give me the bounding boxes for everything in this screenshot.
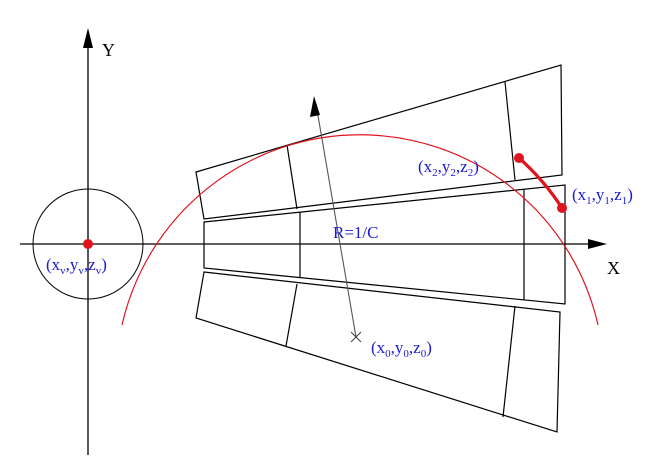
detector-module-middle: [203, 184, 566, 305]
vertex-region-circle: [32, 188, 144, 300]
x-axis-label: X: [607, 258, 620, 278]
radius-arrowhead: [310, 96, 320, 117]
hit-point-p2-label: (x2,y2,z2): [418, 157, 479, 179]
vertex-point: [83, 239, 93, 249]
vertex-label: (xv,yv,zv): [46, 255, 107, 277]
radius-label: R=1/C: [333, 223, 379, 242]
detector-module-upper: [195, 64, 563, 220]
y-axis-arrowhead: [83, 28, 93, 48]
hit-point-p1-label: (x1,y1,z1): [572, 185, 633, 207]
detector-module-lower: [195, 271, 561, 433]
radius-arrow: [315, 103, 357, 338]
track-hit-segment: [517, 156, 564, 209]
x-axis-arrowhead: [588, 239, 607, 249]
y-axis-label: Y: [102, 40, 115, 60]
track-arc: [121, 134, 599, 326]
hit-point-p1: [557, 203, 567, 213]
center-label: (x0,y0,z0): [371, 338, 432, 360]
hit-point-p2: [514, 153, 524, 163]
center-marker: [350, 331, 362, 343]
